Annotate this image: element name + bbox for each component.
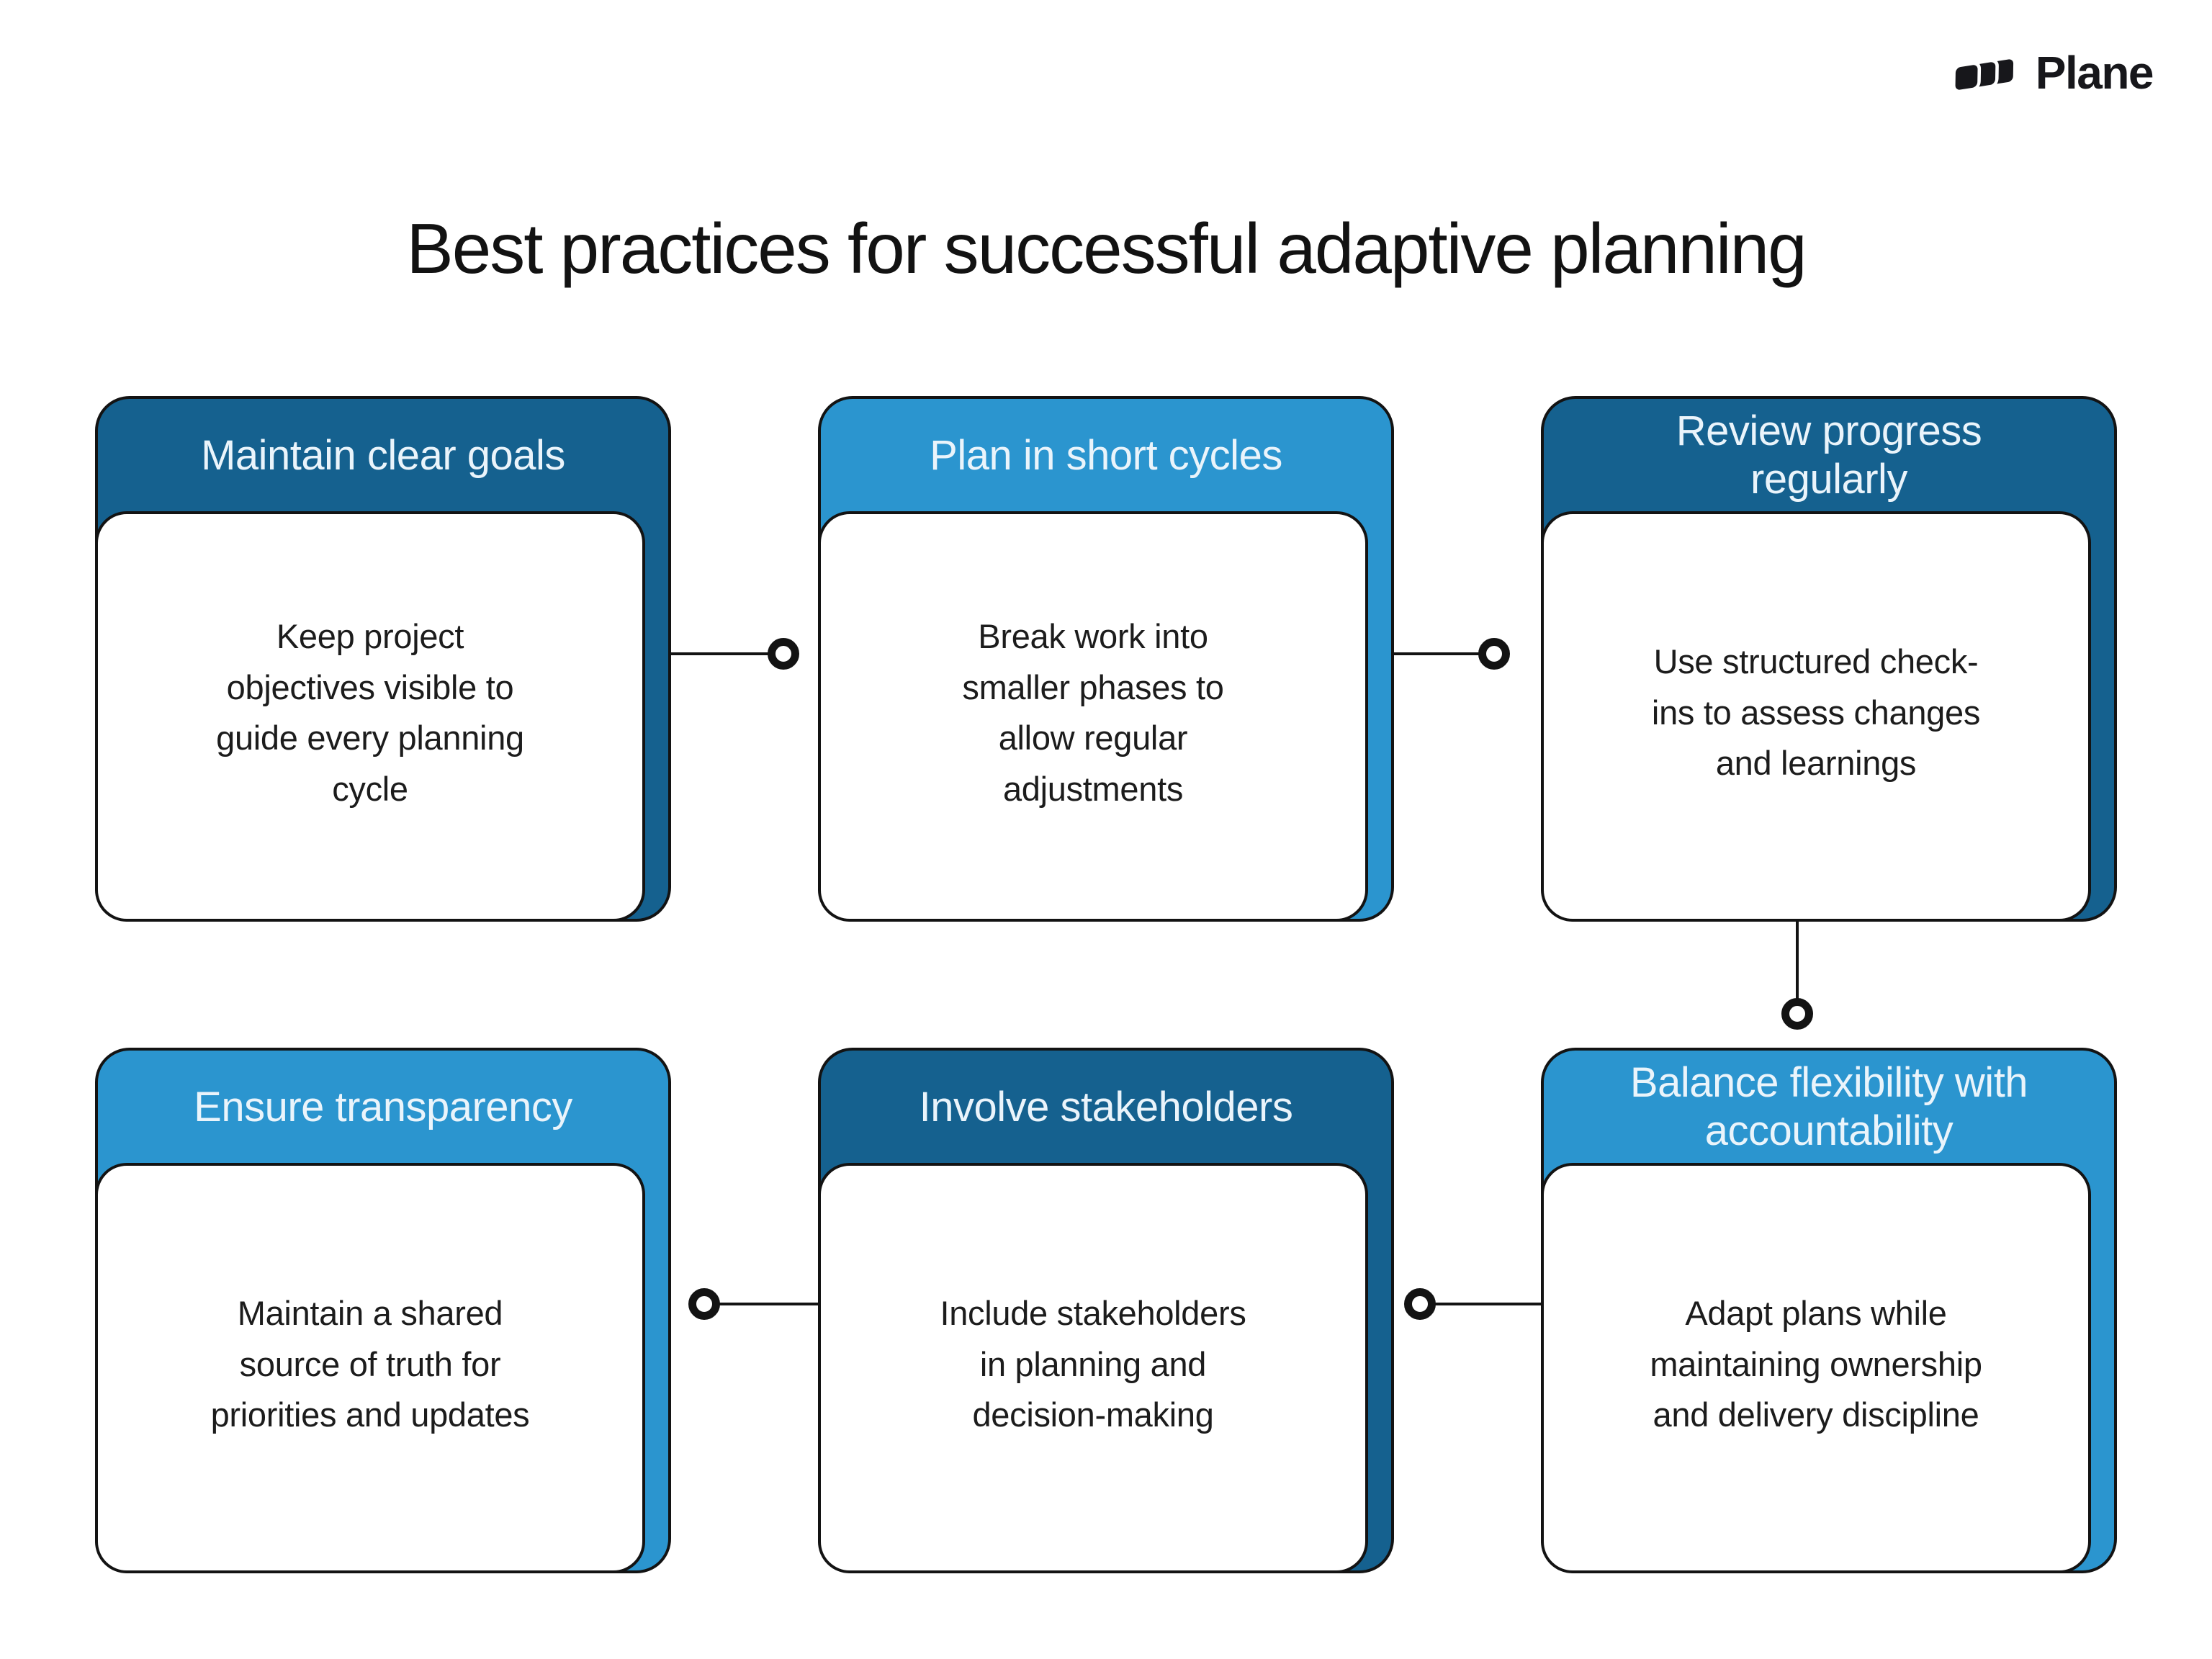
card-header: Involve stakeholders [821,1051,1391,1164]
card-body-text: Include stakeholders in planning and dec… [940,1294,1246,1434]
card-body-panel: Break work into smaller phases to allow … [818,511,1368,922]
card-title: Review progress regularly [1676,408,1982,503]
card-body-panel: Maintain a shared source of truth for pr… [95,1163,645,1573]
card-title: Balance flexibility with accountability [1629,1059,2028,1154]
card-title: Maintain clear goals [201,431,565,479]
card-header: Maintain clear goals [98,399,668,513]
card-ensure-transparency: Ensure transparency Maintain a shared so… [95,1048,671,1573]
plane-logo: Plane [1951,47,2154,99]
card-maintain-clear-goals: Maintain clear goals Keep project object… [95,396,671,922]
card-body-panel: Include stakeholders in planning and dec… [818,1163,1368,1573]
page-title: Best practices for successful adaptive p… [406,209,1807,288]
card-header: Plan in short cycles [821,399,1391,513]
card-body-text: Use structured check- ins to assess chan… [1651,642,1981,783]
card-body-panel: Use structured check- ins to assess chan… [1541,511,2091,922]
card-body-text: Keep project objectives visible to guide… [216,617,524,808]
connector-node-icon [688,1288,720,1320]
card-header: Balance flexibility with accountability [1544,1051,2114,1164]
card-body-panel: Adapt plans while maintaining ownership … [1541,1163,2091,1573]
plane-logo-icon [1951,49,2023,96]
connector-node-icon [1478,638,1510,670]
card-title: Ensure transparency [194,1083,572,1130]
card-body-text: Adapt plans while maintaining ownership … [1650,1294,1982,1434]
connector-line [719,1303,819,1305]
connector-node-icon [768,638,799,670]
connector-line [1434,1303,1542,1305]
card-involve-stakeholders: Involve stakeholders Include stakeholder… [818,1048,1394,1573]
connector-node-icon [1781,998,1813,1030]
connector-line [671,652,783,655]
card-header: Review progress regularly [1544,399,2114,513]
connector-line [1394,652,1496,655]
connector-line-vertical [1796,920,1799,1014]
plane-logo-text: Plane [2035,47,2154,99]
card-title: Plan in short cycles [930,431,1282,479]
card-review-progress-regularly: Review progress regularly Use structured… [1541,396,2117,922]
card-plan-in-short-cycles: Plan in short cycles Break work into sma… [818,396,1394,922]
card-body-text: Break work into smaller phases to allow … [962,617,1224,808]
card-header: Ensure transparency [98,1051,668,1164]
card-body-text: Maintain a shared source of truth for pr… [210,1294,530,1434]
card-balance-flexibility-accountability: Balance flexibility with accountability … [1541,1048,2117,1573]
card-body-panel: Keep project objectives visible to guide… [95,511,645,922]
card-title: Involve stakeholders [919,1083,1293,1130]
connector-node-icon [1404,1288,1436,1320]
